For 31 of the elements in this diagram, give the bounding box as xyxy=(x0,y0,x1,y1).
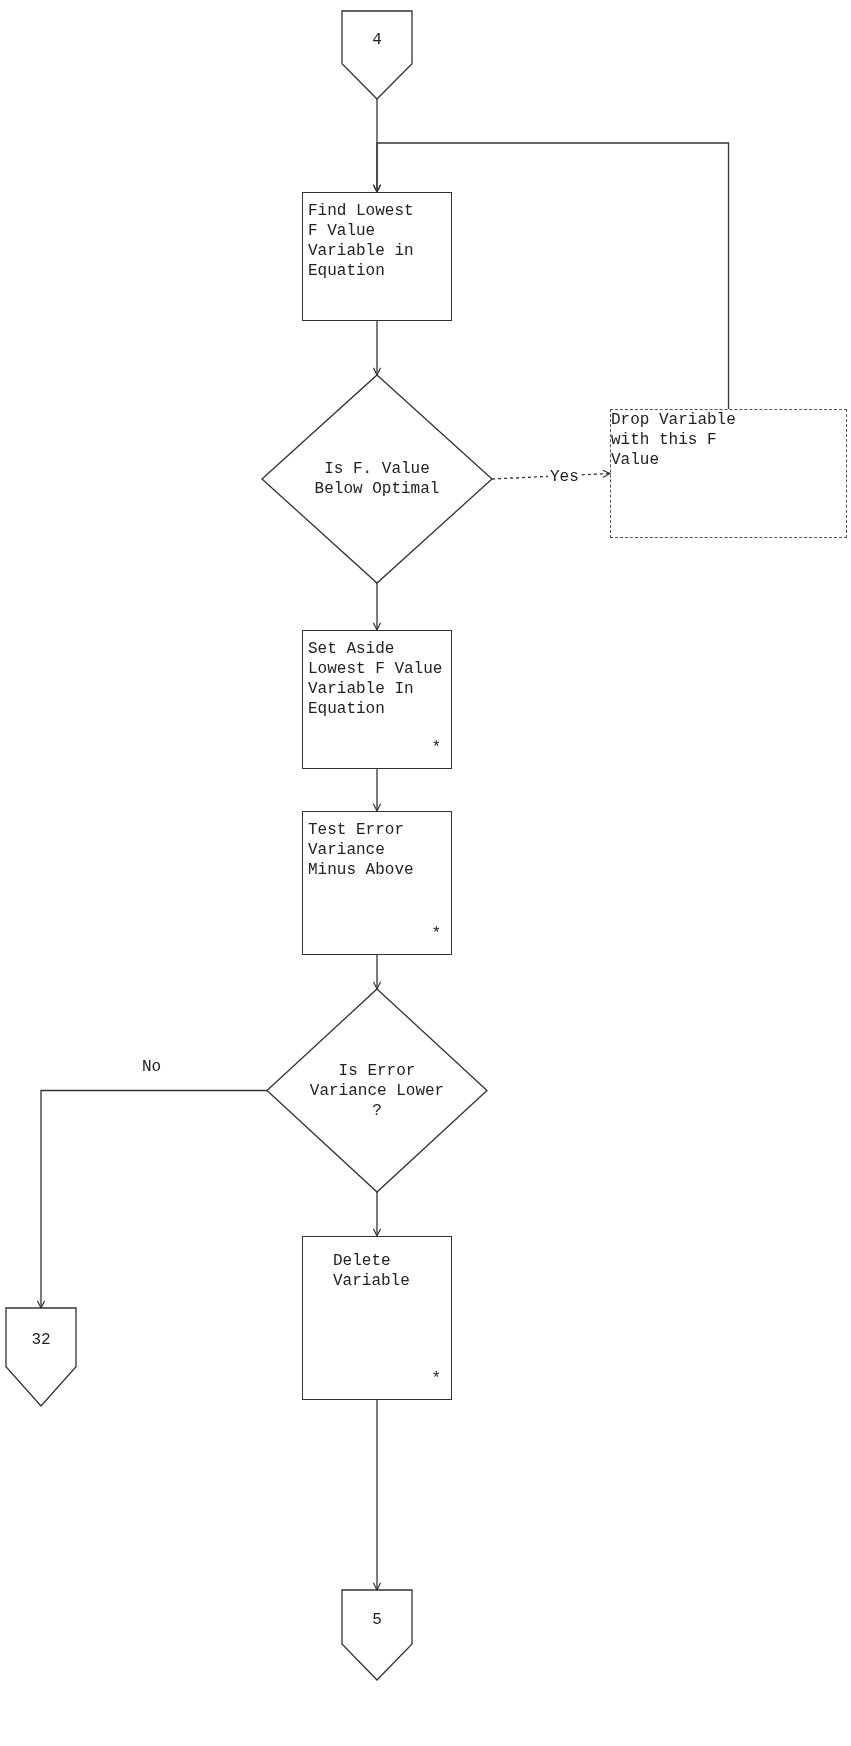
node-label: 5 xyxy=(371,1609,383,1630)
node-label: Set Aside Lowest F Value Variable In Equation xyxy=(308,639,444,719)
arrow xyxy=(36,1089,268,1309)
process-box xyxy=(610,409,847,538)
node-label: Drop Variable with this F Value xyxy=(611,410,737,470)
node-label: 32 xyxy=(30,1329,52,1350)
arrow xyxy=(372,1191,382,1237)
node-label: 4 xyxy=(371,30,383,51)
process-box xyxy=(302,192,452,321)
arrow xyxy=(372,582,382,631)
node-label: Find Lowest F Value Variable in Equation xyxy=(308,201,415,281)
asterisk-mark: * xyxy=(431,738,441,758)
arrow xyxy=(372,142,730,410)
arrow xyxy=(372,768,382,812)
arrow xyxy=(372,1399,382,1591)
asterisk-mark: * xyxy=(431,924,441,944)
arrow xyxy=(372,954,382,990)
off-page-connector xyxy=(342,1590,412,1680)
decision-diamond xyxy=(267,989,487,1192)
decision-diamond xyxy=(262,375,492,583)
process-box xyxy=(302,1236,452,1400)
process-box xyxy=(302,811,452,955)
process-box xyxy=(302,630,452,769)
off-page-connector xyxy=(342,11,412,99)
asterisk-mark: * xyxy=(431,1369,441,1389)
arrow xyxy=(372,320,382,376)
node-label: Is Error Variance Lower ? xyxy=(308,1060,446,1121)
node-label: Test Error Variance Minus Above xyxy=(308,820,415,880)
node-label: Delete Variable xyxy=(333,1251,411,1291)
node-label: Is F. Value Below Optimal xyxy=(313,459,441,499)
off-page-connector xyxy=(6,1308,76,1406)
